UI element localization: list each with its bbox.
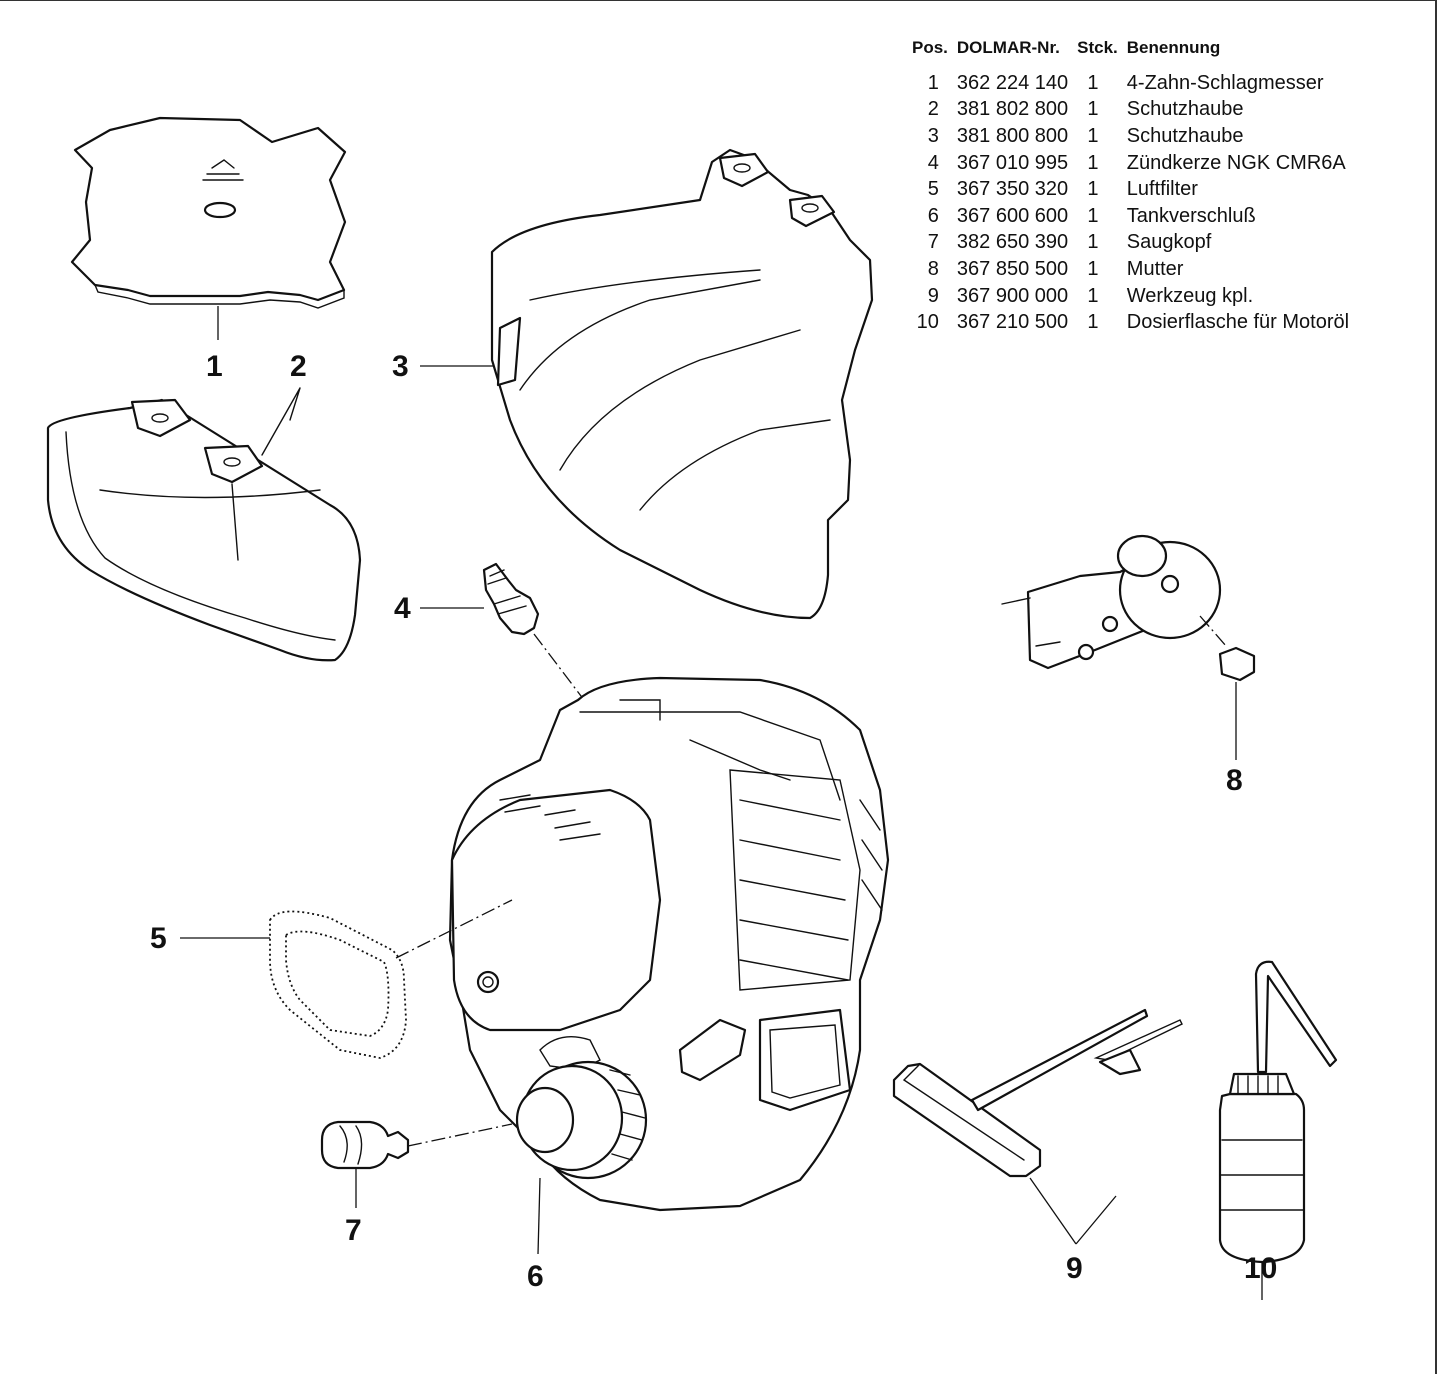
- table-row: 4 367 010 995 1 Zündkerze NGK CMR6A: [912, 150, 1358, 177]
- spark-plug-part-4: [420, 562, 585, 701]
- table-row: 6 367 600 600 1 Tankverschluß: [912, 203, 1358, 230]
- cell-part-no: 367 210 500: [956, 311, 1069, 334]
- cell-part-no: 381 800 800: [956, 124, 1069, 147]
- callout-1: 1: [206, 350, 223, 383]
- cell-part-no: 362 224 140: [956, 71, 1069, 94]
- table-row: 8 367 850 500 1 Mutter: [912, 256, 1358, 283]
- guard-part-2: [46, 387, 362, 662]
- table-row: 7 382 650 390 1 Saugkopf: [912, 230, 1358, 257]
- cell-name: Werkzeug kpl.: [1126, 284, 1254, 307]
- cell-pos: 6: [927, 204, 939, 227]
- cell-qty: 1: [1087, 284, 1099, 307]
- cell-qty: 1: [1087, 204, 1099, 227]
- table-row: 3 381 800 800 1 Schutzhaube: [912, 123, 1358, 150]
- tank-cap-part-6: [515, 1060, 648, 1255]
- cell-qty: 1: [1087, 231, 1099, 254]
- cell-part-no: 381 802 800: [956, 98, 1069, 121]
- parts-list-header: Pos. DOLMAR-Nr. Stck. Benennung: [912, 38, 1358, 70]
- cell-qty: 1: [1087, 257, 1099, 280]
- cell-part-no: 367 350 320: [956, 178, 1069, 201]
- cell-name: Zündkerze NGK CMR6A: [1126, 151, 1346, 174]
- cell-name: Luftfilter: [1126, 178, 1198, 201]
- callout-5: 5: [150, 922, 167, 955]
- table-row: 9 367 900 000 1 Werkzeug kpl.: [912, 283, 1358, 310]
- header-pos: Pos.: [912, 38, 948, 57]
- cell-pos: 7: [927, 231, 939, 254]
- cell-pos: 9: [927, 284, 939, 307]
- gearhead-with-nut-part-8: [1001, 534, 1256, 760]
- cell-part-no: 382 650 390: [956, 231, 1069, 254]
- table-row: 10 367 210 500 1 Dosierflasche für Motoröl: [912, 309, 1358, 336]
- engine-assembly: [448, 676, 890, 1212]
- guard-part-3: [420, 148, 874, 620]
- cell-qty: 1: [1087, 98, 1099, 121]
- cell-pos: 5: [927, 178, 939, 201]
- cell-part-no: 367 600 600: [956, 204, 1069, 227]
- cell-pos: 4: [927, 151, 939, 174]
- callout-10: 10: [1244, 1252, 1278, 1285]
- cell-pos: 10: [916, 311, 939, 334]
- callout-7: 7: [345, 1214, 362, 1247]
- cell-part-no: 367 010 995: [956, 151, 1069, 174]
- header-qty: Stck.: [1077, 38, 1118, 57]
- cell-name: Tankverschluß: [1126, 204, 1256, 227]
- header-part-no: DOLMAR-Nr.: [956, 38, 1060, 57]
- cell-part-no: 367 850 500: [956, 257, 1069, 280]
- callout-6: 6: [527, 1260, 544, 1293]
- cell-qty: 1: [1087, 71, 1099, 94]
- cell-qty: 1: [1087, 311, 1099, 334]
- cell-name: Schutzhaube: [1126, 98, 1244, 121]
- cell-name: Mutter: [1126, 257, 1184, 280]
- callout-2: 2: [290, 350, 307, 383]
- oil-bottle-part-10: [1218, 960, 1338, 1300]
- cell-name: Dosierflasche für Motoröl: [1126, 311, 1350, 334]
- table-row: 1 362 224 140 1 4-Zahn-Schlagmesser: [912, 70, 1358, 97]
- cell-name: 4-Zahn-Schlagmesser: [1126, 71, 1324, 94]
- callout-3: 3: [392, 350, 409, 383]
- parts-list-table: Pos. DOLMAR-Nr. Stck. Benennung 1 362 224…: [912, 38, 1358, 336]
- cell-pos: 1: [927, 71, 939, 94]
- table-row: 5 367 350 320 1 Luftfilter: [912, 176, 1358, 203]
- callout-8: 8: [1226, 764, 1243, 797]
- tool-kit-part-9: [892, 1008, 1183, 1245]
- callout-9: 9: [1066, 1252, 1083, 1285]
- cell-pos: 2: [927, 98, 939, 121]
- cell-qty: 1: [1087, 151, 1099, 174]
- blade-part-1: [70, 116, 347, 340]
- suction-head-part-7: [320, 1120, 513, 1208]
- cell-name: Saugkopf: [1126, 231, 1212, 254]
- callout-4: 4: [394, 592, 411, 625]
- cell-qty: 1: [1087, 178, 1099, 201]
- table-row: 2 381 802 800 1 Schutzhaube: [912, 97, 1358, 124]
- air-filter-part-5: [180, 899, 513, 1059]
- cell-name: Schutzhaube: [1126, 124, 1244, 147]
- cell-part-no: 367 900 000: [956, 284, 1069, 307]
- cell-pos: 8: [927, 257, 939, 280]
- cell-pos: 3: [927, 124, 939, 147]
- header-name: Benennung: [1126, 38, 1221, 57]
- cell-qty: 1: [1087, 124, 1099, 147]
